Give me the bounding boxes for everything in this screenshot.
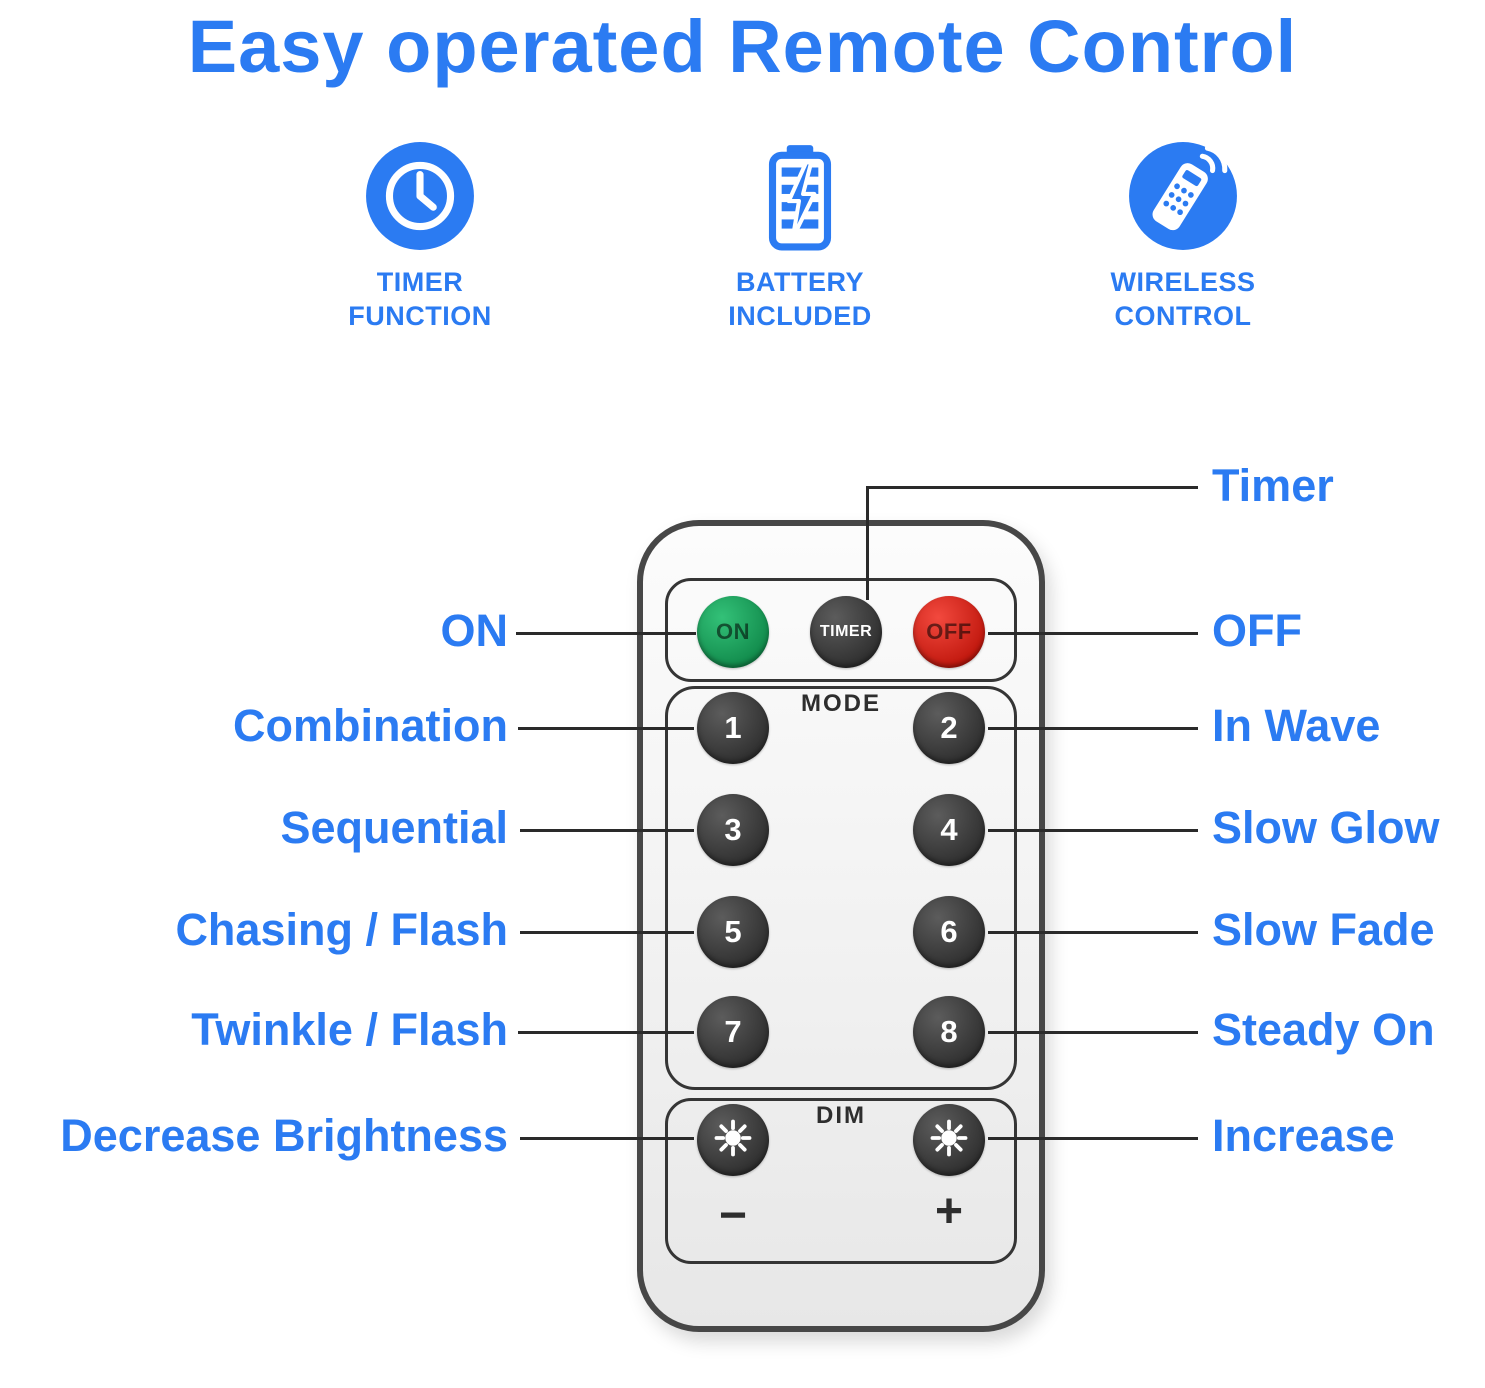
callout-in-wave: In Wave (1212, 700, 1381, 751)
mode-button-2[interactable]: 2 (913, 692, 985, 764)
callout-slow-fade: Slow Fade (1212, 904, 1435, 955)
mode-button-8[interactable]: 8 (913, 996, 985, 1068)
mode-button-4[interactable]: 4 (913, 794, 985, 866)
feature-label: WIRELESS CONTROL (1110, 266, 1255, 334)
mode-button-4-label: 4 (940, 812, 958, 847)
callout-connector-sequential (520, 829, 694, 832)
callout-connector-timer-vertical (866, 486, 869, 600)
callout-connector-inwave (988, 727, 1198, 730)
dim-label: DIM (816, 1102, 866, 1129)
mode-button-7[interactable]: 7 (697, 996, 769, 1068)
callout-connector-slowglow (988, 829, 1198, 832)
on-button-label: ON (716, 619, 750, 644)
dim-minus-label: − (718, 1189, 748, 1242)
feature-label-line2: CONTROL (1114, 300, 1252, 331)
feature-battery-included: BATTERY INCLUDED (690, 140, 910, 334)
callout-twinkle-flash: Twinkle / Flash (191, 1004, 508, 1055)
power-section (665, 578, 1017, 682)
feature-label-line2: INCLUDED (728, 300, 872, 331)
callout-connector-decrease (520, 1137, 694, 1140)
feature-timer-function: TIMER FUNCTION (310, 140, 530, 334)
mode-button-5[interactable]: 5 (697, 896, 769, 968)
battery-icon (744, 140, 856, 252)
callout-slow-glow: Slow Glow (1212, 802, 1440, 853)
callout-chasing-flash: Chasing / Flash (175, 904, 508, 955)
remote-control: ON TIMER OFF MODE 1 2 3 4 5 6 7 8 DIM (637, 520, 1045, 1332)
feature-label: TIMER FUNCTION (348, 266, 491, 334)
mode-button-3[interactable]: 3 (697, 794, 769, 866)
dim-section (665, 1098, 1017, 1264)
mode-section (665, 686, 1017, 1090)
sun-icon (927, 1116, 971, 1165)
callout-connector-steadyon (988, 1031, 1198, 1034)
mode-button-8-label: 8 (940, 1014, 958, 1049)
callout-connector-slowfade (988, 931, 1198, 934)
callout-connector-twinkle (518, 1031, 694, 1034)
page-title: Easy operated Remote Control (187, 5, 1298, 88)
feature-label-line1: WIRELESS (1110, 267, 1256, 297)
clock-icon (364, 140, 476, 252)
feature-wireless-control: WIRELESS CONTROL (1073, 140, 1293, 334)
mode-button-2-label: 2 (940, 710, 958, 745)
on-button[interactable]: ON (697, 596, 769, 668)
callout-off: OFF (1212, 605, 1302, 656)
mode-label: MODE (801, 690, 881, 717)
increase-brightness-button[interactable] (913, 1104, 985, 1176)
feature-label-line2: FUNCTION (348, 300, 492, 331)
feature-label: BATTERY INCLUDED (728, 266, 872, 334)
off-button-label: OFF (926, 619, 972, 644)
mode-button-6-label: 6 (940, 914, 958, 949)
mode-button-1-label: 1 (724, 710, 742, 745)
callout-on: ON (440, 605, 509, 656)
callout-connector-chasing (520, 931, 694, 934)
callout-decrease-brightness: Decrease Brightness (60, 1110, 508, 1161)
timer-button-label: TIMER (819, 623, 873, 640)
callout-connector-off (988, 632, 1198, 635)
dim-plus-label: + (934, 1185, 964, 1238)
callout-connector-on (516, 632, 696, 635)
callout-connector-combination (518, 727, 694, 730)
callout-combination: Combination (233, 700, 508, 751)
feature-label-line1: BATTERY (736, 267, 864, 297)
callout-increase: Increase (1212, 1110, 1395, 1161)
mode-button-5-label: 5 (724, 914, 742, 949)
callout-connector-increase (988, 1137, 1198, 1140)
off-button[interactable]: OFF (913, 596, 985, 668)
callout-connector-timer-horizontal (866, 486, 1198, 489)
timer-button[interactable]: TIMER (810, 596, 882, 668)
callout-timer: Timer (1212, 460, 1334, 511)
remote-signal-icon (1127, 140, 1239, 252)
decrease-brightness-button[interactable] (697, 1104, 769, 1176)
callout-sequential: Sequential (280, 802, 508, 853)
mode-button-6[interactable]: 6 (913, 896, 985, 968)
sun-icon (711, 1116, 755, 1165)
feature-label-line1: TIMER (376, 267, 464, 297)
callout-steady-on: Steady On (1212, 1004, 1435, 1055)
mode-button-3-label: 3 (724, 812, 742, 847)
mode-button-7-label: 7 (724, 1014, 742, 1049)
mode-button-1[interactable]: 1 (697, 692, 769, 764)
